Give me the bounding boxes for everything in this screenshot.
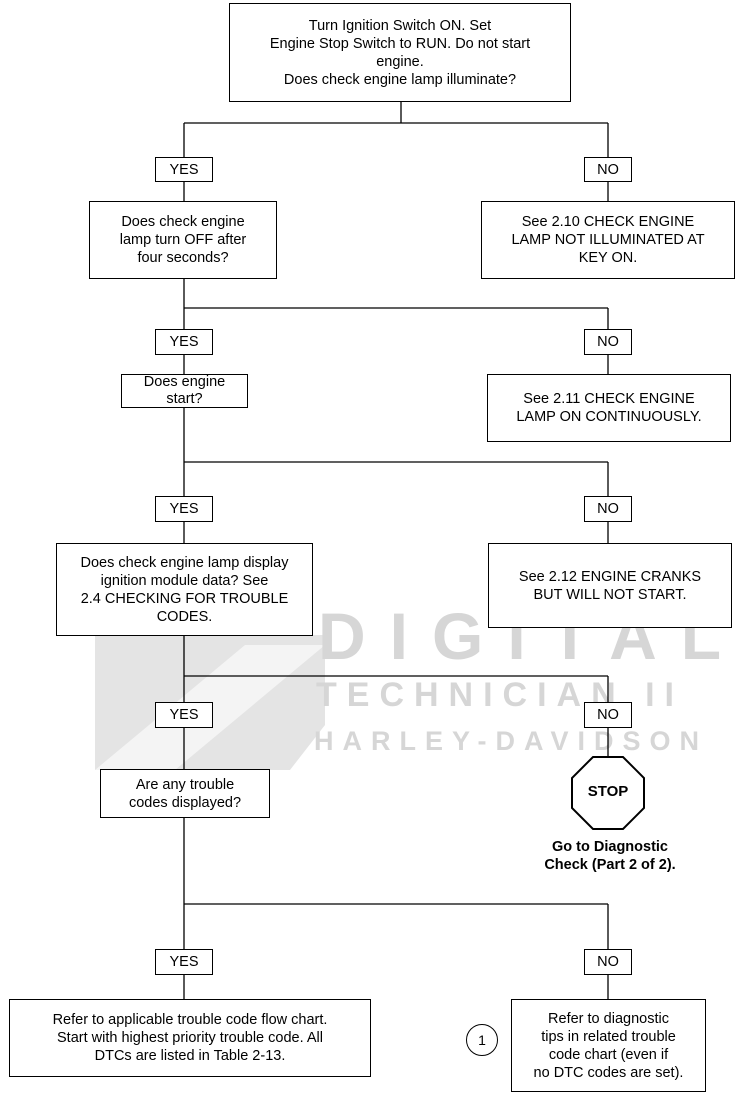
note-marker-number: 1 <box>478 1032 486 1048</box>
stop-sign-icon <box>571 756 645 830</box>
yes-label: YES <box>155 157 213 182</box>
question-ignition-on: Turn Ignition Switch ON. Set Engine Stop… <box>229 3 571 102</box>
yes-label: YES <box>155 702 213 728</box>
question-codes-displayed: Are any trouble codes displayed? <box>100 769 270 818</box>
question-engine-start: Does engine start? <box>121 374 248 408</box>
no-label: NO <box>584 949 632 975</box>
question-display-module-data: Does check engine lamp display ignition … <box>56 543 313 636</box>
stop-caption: Go to Diagnostic Check (Part 2 of 2). <box>544 839 676 873</box>
watermark-line-3: HARLEY-DAVIDSON <box>314 726 709 756</box>
note-marker-circle: 1 <box>466 1024 498 1056</box>
yes-label: YES <box>155 949 213 975</box>
result-refer-trouble-code-chart: Refer to applicable trouble code flow ch… <box>9 999 371 1077</box>
question-lamp-turn-off: Does check engine lamp turn OFF after fo… <box>89 201 277 279</box>
no-label: NO <box>584 329 632 355</box>
result-lamp-on-continuously: See 2.11 CHECK ENGINE LAMP ON CONTINUOUS… <box>487 374 731 442</box>
result-lamp-not-illuminated: See 2.10 CHECK ENGINE LAMP NOT ILLUMINAT… <box>481 201 735 279</box>
no-label: NO <box>584 496 632 522</box>
stop-sign-text: STOP <box>587 783 629 800</box>
result-engine-cranks: See 2.12 ENGINE CRANKS BUT WILL NOT STAR… <box>488 543 732 628</box>
yes-label: YES <box>155 329 213 355</box>
yes-label: YES <box>155 496 213 522</box>
result-diagnostic-tips: Refer to diagnostic tips in related trou… <box>511 999 706 1092</box>
no-label: NO <box>584 702 632 728</box>
no-label: NO <box>584 157 632 182</box>
